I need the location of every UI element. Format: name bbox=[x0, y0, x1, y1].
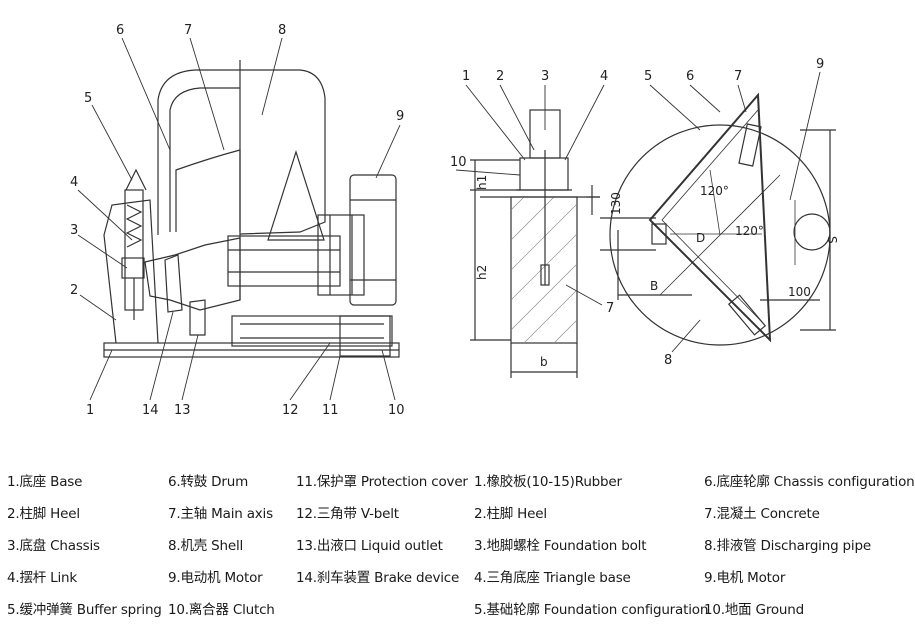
plan-leaders bbox=[649, 71, 821, 353]
legend-item: 5.缓冲弹簧 Buffer spring bbox=[7, 602, 162, 618]
drum-shape bbox=[175, 149, 241, 232]
clutch-shape bbox=[317, 214, 365, 296]
dim-B: B bbox=[650, 279, 658, 293]
mid-label-7: 7 bbox=[606, 301, 614, 316]
left-label-9: 9 bbox=[396, 109, 404, 124]
legend-item: 13.出液口 Liquid outlet bbox=[296, 538, 443, 554]
motor-plan bbox=[793, 213, 831, 251]
foundation-plan bbox=[600, 92, 836, 346]
triangle-base-section bbox=[519, 157, 569, 191]
dim-b: b bbox=[540, 355, 548, 369]
left-label-10: 10 bbox=[388, 403, 405, 418]
chassis-triangle bbox=[648, 92, 772, 343]
left-label-3: 3 bbox=[70, 223, 78, 238]
liquid-outlet-shape bbox=[189, 299, 206, 336]
plan-label-9: 9 bbox=[816, 57, 824, 72]
legend-item: 6.转鼓 Drum bbox=[168, 474, 249, 490]
foundation-section bbox=[470, 109, 600, 378]
legend: 1.底座 Base 2.柱脚 Heel 3.底盘 Chassis 4.摆杆 Li… bbox=[0, 466, 915, 634]
legend-item: 3.底盘 Chassis bbox=[7, 538, 100, 554]
main-axis-shape bbox=[227, 235, 341, 287]
legend-item: 7.主轴 Main axis bbox=[168, 506, 273, 522]
angle-1: 120° bbox=[700, 184, 729, 198]
legend-item: 10.地面 Ground bbox=[704, 602, 805, 618]
heel-shape bbox=[103, 199, 159, 344]
legend-item: 12.三角带 V-belt bbox=[296, 506, 399, 522]
left-label-8: 8 bbox=[278, 23, 286, 38]
dim-h1: h1 bbox=[475, 175, 489, 190]
legend-col-1: 1.底座 Base 2.柱脚 Heel 3.底盘 Chassis 4.摆杆 Li… bbox=[7, 466, 162, 626]
centrifuge-drawing: 1 2 3 4 5 6 7 8 9 10 11 12 13 14 1 2 3 4… bbox=[70, 23, 839, 418]
dim-S: S bbox=[825, 236, 839, 244]
left-label-5: 5 bbox=[84, 91, 92, 106]
legend-item: 1.底座 Base bbox=[7, 474, 83, 490]
legend-item: 8.排液管 Discharging pipe bbox=[704, 538, 871, 554]
buffer-spring-shape bbox=[125, 204, 143, 248]
left-label-12: 12 bbox=[282, 403, 299, 418]
section-leaders bbox=[455, 84, 605, 306]
chassis-shape bbox=[144, 237, 241, 311]
legend-item: 1.橡胶板(10-15)Rubber bbox=[474, 474, 622, 490]
side-view-leaders bbox=[77, 37, 401, 401]
plan-label-6: 6 bbox=[686, 69, 694, 84]
legend-item: 14.刹车装置 Brake device bbox=[296, 570, 460, 586]
legend-col-5: 6.底座轮廓 Chassis configuration 7.混凝土 Concr… bbox=[704, 466, 915, 626]
dim-100: 100 bbox=[788, 285, 811, 299]
legend-item: 11.保护罩 Protection cover bbox=[296, 474, 468, 490]
protection-cover-shape bbox=[231, 315, 393, 347]
legend-item: 3.地脚螺栓 Foundation bolt bbox=[474, 538, 647, 554]
dim-130: 130 bbox=[609, 192, 623, 215]
left-label-14: 14 bbox=[142, 403, 159, 418]
left-label-7: 7 bbox=[184, 23, 192, 38]
legend-col-4: 1.橡胶板(10-15)Rubber 2.柱脚 Heel 3.地脚螺栓 Foun… bbox=[474, 466, 708, 626]
shell-shape bbox=[157, 69, 326, 235]
mid-label-1: 1 bbox=[462, 69, 470, 84]
left-label-6: 6 bbox=[116, 23, 124, 38]
legend-item: 2.柱脚 Heel bbox=[474, 506, 547, 522]
legend-item: 2.柱脚 Heel bbox=[7, 506, 80, 522]
plan-label-8: 8 bbox=[664, 353, 672, 368]
legend-item: 7.混凝土 Concrete bbox=[704, 506, 820, 522]
plan-label-5: 5 bbox=[644, 69, 652, 84]
brake-device-shape bbox=[164, 254, 183, 313]
main-axis-cone bbox=[267, 150, 325, 241]
mid-label-4: 4 bbox=[600, 69, 608, 84]
legend-item: 9.电动机 Motor bbox=[168, 570, 263, 586]
angle-2: 120° bbox=[735, 224, 764, 238]
motor-shape bbox=[349, 174, 397, 306]
left-label-1: 1 bbox=[86, 403, 94, 418]
left-label-11: 11 bbox=[322, 403, 339, 418]
mid-label-3: 3 bbox=[541, 69, 549, 84]
diameter-line bbox=[659, 174, 781, 296]
legend-item: 6.底座轮廓 Chassis configuration bbox=[704, 474, 915, 490]
legend-col-3: 11.保护罩 Protection cover 12.三角带 V-belt 13… bbox=[296, 466, 468, 594]
left-label-4: 4 bbox=[70, 175, 78, 190]
legend-item: 4.三角底座 Triangle base bbox=[474, 570, 631, 586]
dim-D: D bbox=[696, 231, 705, 245]
legend-col-2: 6.转鼓 Drum 7.主轴 Main axis 8.机壳 Shell 9.电动… bbox=[168, 466, 275, 626]
left-label-13: 13 bbox=[174, 403, 191, 418]
plan-label-7: 7 bbox=[734, 69, 742, 84]
legend-item: 8.机壳 Shell bbox=[168, 538, 244, 554]
legend-item: 10.离合器 Clutch bbox=[168, 602, 275, 618]
legend-item: 9.电机 Motor bbox=[704, 570, 786, 586]
concrete-block bbox=[510, 196, 578, 344]
dim-h2: h2 bbox=[475, 265, 489, 280]
legend-item: 5.基础轮廓 Foundation configuration bbox=[474, 602, 709, 618]
left-label-2: 2 bbox=[70, 283, 78, 298]
mid-label-2: 2 bbox=[496, 69, 504, 84]
legend-item: 4.摆杆 Link bbox=[7, 570, 78, 586]
side-view-machine bbox=[103, 60, 400, 358]
mid-label-10: 10 bbox=[450, 155, 467, 170]
